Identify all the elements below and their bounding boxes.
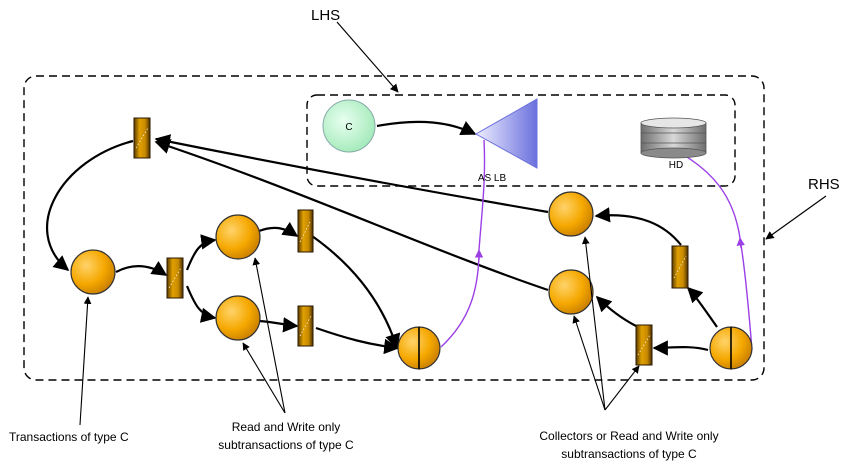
disk-stack-icon	[640, 117, 707, 159]
arc-right-collector-to-bar	[652, 340, 709, 356]
purple-arcs	[440, 137, 753, 351]
arc-top-bar-to-place1	[46, 139, 134, 271]
rw-label-line1: Read and Write only	[232, 420, 341, 434]
transitions	[133, 117, 689, 366]
bar-transition-icon	[671, 245, 689, 289]
bar-transition-icon	[166, 257, 184, 299]
places	[70, 191, 594, 341]
arc-lower-place-to-bar	[258, 317, 299, 333]
split-circle-collector-left	[397, 326, 441, 370]
arc-upper-bar-to-collector	[311, 235, 401, 350]
arc-lower-bar-to-place	[595, 295, 639, 328]
transactions-label: Transactions of type C	[9, 430, 129, 444]
collectors-label-line2: subtransactions of type C	[561, 447, 697, 461]
place-transactions	[70, 249, 116, 295]
arc-bar-to-upper-place	[185, 234, 217, 271]
arc-place1-to-bar	[115, 261, 168, 276]
split-circle-collector-right	[709, 326, 753, 370]
lhs-boundary	[306, 94, 736, 187]
arc-bar-to-lower-place	[185, 285, 217, 323]
lhs-label: LHS	[311, 7, 340, 24]
place-collector-lower	[548, 269, 594, 315]
hd-label: HD	[669, 160, 683, 171]
purple-arc-collector-to-lb	[440, 254, 480, 348]
rhs-pointer-arrow	[765, 195, 827, 240]
place-read-write-lower	[215, 295, 261, 341]
bar-transition-icon	[297, 209, 314, 253]
client-node-label: C	[345, 122, 352, 133]
rw-label-line2: subtransactions of type C	[218, 438, 354, 452]
purple-arc-collector-to-hd	[740, 244, 753, 351]
arc-lower-bar-to-collector	[315, 326, 400, 355]
place-read-write-upper	[215, 214, 261, 260]
bar-transition-icon	[133, 117, 151, 159]
collectors-label-line1: Collectors or Read and Write only	[539, 429, 718, 443]
client-node: C	[322, 99, 376, 153]
arc-upper-bar-to-place	[594, 207, 682, 246]
place-collector-upper	[548, 191, 594, 237]
arc-lower-place-to-top-bar	[154, 139, 549, 292]
flow-arcs	[46, 120, 718, 356]
as-lb-label: AS LB	[478, 173, 507, 184]
rhs-label: RHS	[808, 176, 840, 193]
rhs-boundary	[23, 75, 765, 381]
triangle-load-balancer-icon	[474, 98, 538, 169]
arc-c-to-lb	[376, 120, 477, 135]
arc-upper-place-to-top-bar	[154, 134, 549, 214]
bar-transition-icon	[297, 305, 314, 347]
arc-upper-place-to-bar	[258, 221, 299, 237]
bar-transition-icon	[635, 324, 653, 366]
annotation-pointers	[79, 236, 640, 426]
lhs-pointer-arrow	[336, 21, 399, 93]
arc-right-collector-to-upper-bar	[686, 286, 718, 328]
